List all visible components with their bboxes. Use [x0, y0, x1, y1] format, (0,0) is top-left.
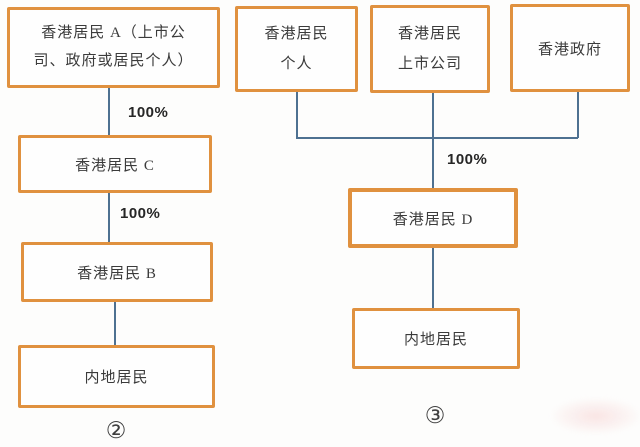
connector-b-to-mainland: [114, 302, 116, 345]
watermark-smudge: [552, 398, 640, 434]
ownership-percent-label-c-b: 100%: [120, 205, 161, 222]
ownership-percent-label-a-c: 100%: [128, 104, 169, 121]
caption-circled-3: ③: [424, 403, 446, 428]
connector-individual-drop: [296, 92, 298, 138]
node-hk-individual: 香港居民 个人: [235, 6, 358, 92]
connector-a-to-c: [108, 88, 110, 135]
node-hk-resident-c: 香港居民 C: [18, 135, 212, 193]
connector-c-to-b: [108, 193, 110, 242]
connector-d-to-mainland: [432, 248, 434, 308]
connector-center-drop: [432, 93, 434, 188]
connector-horizontal-join: [296, 137, 578, 139]
ownership-percent-label-d: 100%: [447, 151, 488, 168]
node-hk-listed-company: 香港居民 上市公司: [370, 5, 490, 93]
node-hk-resident-b: 香港居民 B: [21, 242, 213, 302]
connector-government-drop: [577, 92, 579, 138]
node-mainland-resident-left: 内地居民: [18, 345, 215, 408]
node-hk-resident-a: 香港居民 A（上市公 司、政府或居民个人）: [7, 7, 220, 88]
node-mainland-resident-right: 内地居民: [352, 308, 520, 369]
node-hk-resident-d: 香港居民 D: [348, 188, 518, 248]
caption-circled-2: ②: [105, 418, 127, 443]
node-hk-government: 香港政府: [510, 4, 630, 92]
